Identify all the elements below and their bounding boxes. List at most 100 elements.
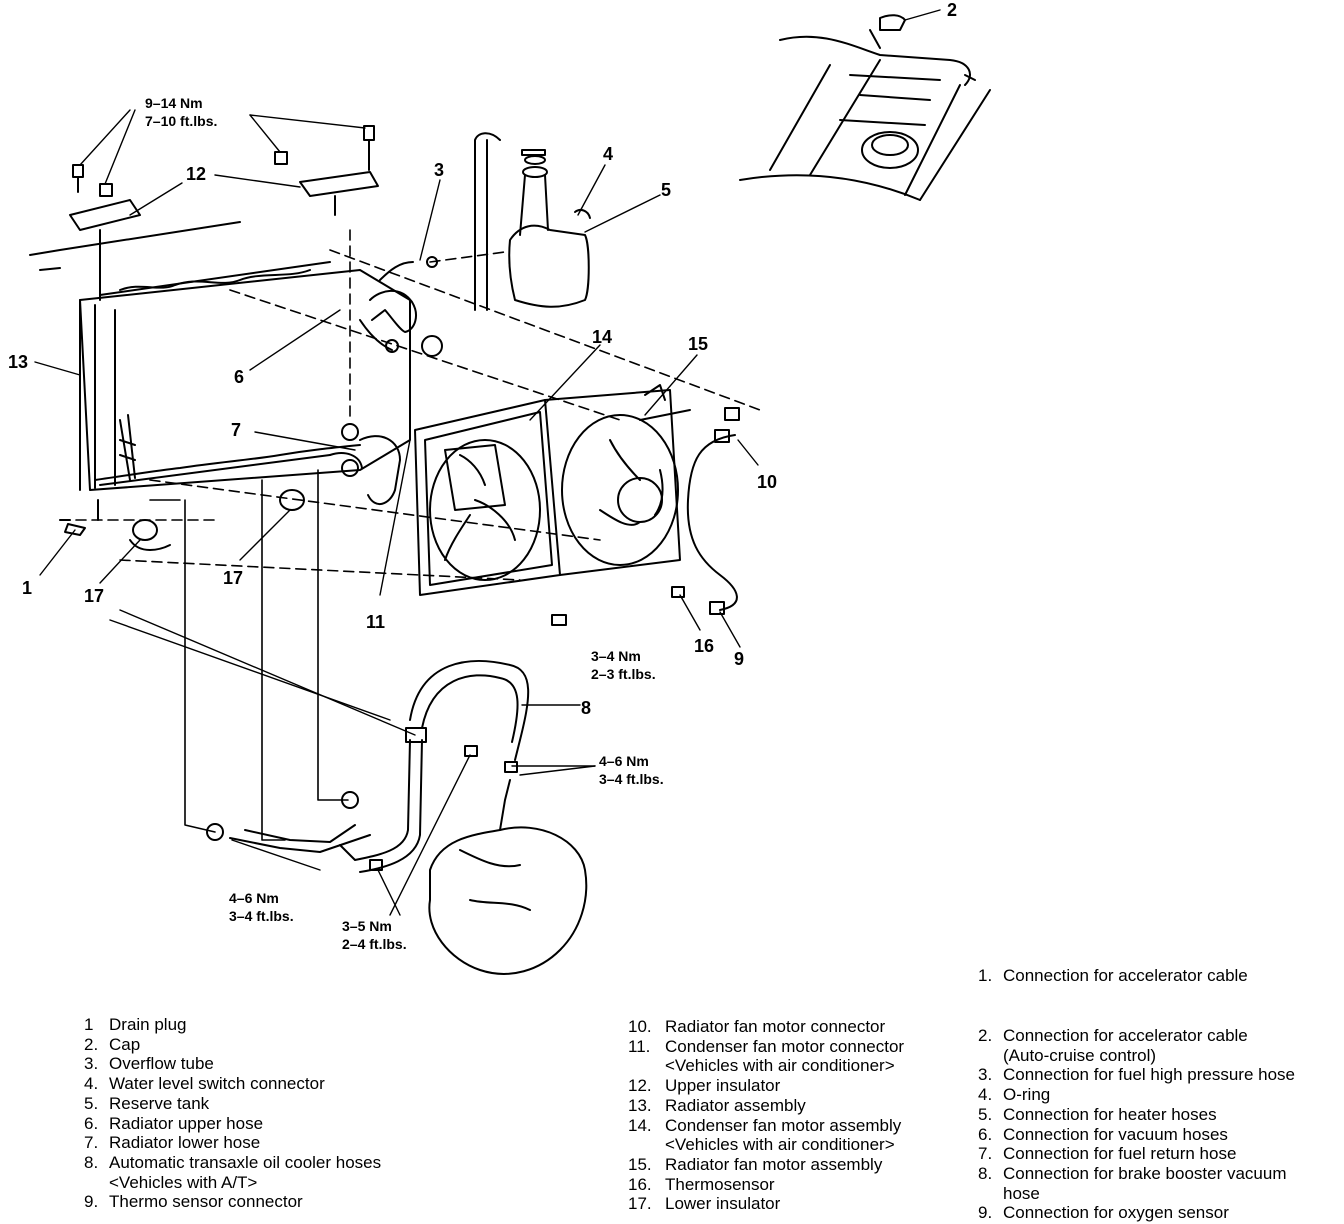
condenser-fan-motor-assembly (414, 399, 561, 596)
legend-text: Thermo sensor connector (109, 1192, 303, 1212)
legend-num: 4. (978, 1085, 993, 1105)
upper-insulator (69, 171, 379, 246)
legend-text: Condenser fan motor assembly (665, 1115, 902, 1135)
legend-item: 2. Cap (84, 1035, 381, 1055)
legend-item: 4. Water level switch connector (84, 1074, 381, 1094)
callout-7: 7 (231, 420, 241, 440)
callout-14: 14 (592, 327, 612, 347)
legend-num: 5. (978, 1104, 993, 1124)
legend-text: Connection for brake booster vacuum (1003, 1163, 1287, 1183)
legend-text: Connection for fuel high pressure hose (1003, 1065, 1296, 1085)
legend-right: 2. Connection for accelerator cable (Auto… (978, 1026, 1295, 1223)
legend-right-first: 1.Connection for accelerator cable (978, 966, 1248, 986)
legend-item: 6. Connection for vacuum hoses (978, 1125, 1295, 1145)
callout-4: 4 (603, 144, 613, 164)
legend-num: 9. (978, 1203, 993, 1223)
legend-num: 8. (978, 1163, 993, 1183)
legend-text: Connection for accelerator cable (1003, 1026, 1248, 1045)
callout-leaders (34, 9, 941, 916)
legend-num: 8. (84, 1152, 99, 1172)
legend-text: Cap (109, 1034, 141, 1054)
legend-text: Connection for vacuum hoses (1003, 1124, 1228, 1144)
legend-text: Lower insulator (665, 1194, 781, 1214)
callout-3: 3 (434, 160, 444, 180)
legend-text: Automatic transaxle oil cooler hoses (109, 1152, 382, 1172)
legend-text: Reserve tank (109, 1093, 210, 1113)
legend-text: Condenser fan motor connector (665, 1036, 905, 1056)
torque-labels: 9–14 Nm 7–10 ft.lbs. 3–4 Nm 2–3 ft.lbs. … (145, 95, 664, 952)
legend-num: 3. (978, 1065, 993, 1085)
legend-item: 8. Automatic transaxle oil cooler hoses (84, 1153, 381, 1173)
legend-middle: 10.Radiator fan motor connector 11.Conde… (628, 1017, 904, 1214)
legend-subtext: <Vehicles with air conditioner> (665, 1135, 895, 1155)
legend-item: 16. Thermosensor (628, 1175, 904, 1195)
callout-11: 11 (366, 612, 385, 632)
legend-num: 6. (978, 1124, 993, 1144)
legend-item: 3. Connection for fuel high pressure hose (978, 1065, 1295, 1085)
oil-cooler-hoses (206, 659, 530, 873)
legend-num: 12. (628, 1076, 652, 1096)
legend-num: 16. (628, 1174, 652, 1194)
torque-ftlbs-hose-clamp-upper: 3–4 ft.lbs. (599, 771, 664, 787)
legend-item: 12.Upper insulator (628, 1076, 904, 1096)
legend-num: 13. (628, 1095, 652, 1115)
legend-text: Radiator assembly (665, 1095, 806, 1115)
legend-text: Radiator fan motor connector (665, 1017, 886, 1036)
legend-text: Radiator lower hose (109, 1133, 261, 1153)
callout-13: 13 (8, 352, 28, 372)
callout-10: 10 (757, 472, 777, 492)
legend-num: 1 (84, 1015, 94, 1034)
upper-bolts (72, 125, 375, 197)
callout-labels: 2 3 4 5 6 7 8 9 10 11 12 13 14 15 16 1 1… (8, 0, 957, 718)
wiring-and-connectors (551, 407, 740, 626)
legend-text: Radiator fan motor assembly (665, 1154, 883, 1174)
upper-hose-and-overflow (359, 132, 501, 357)
legend-text: Overflow tube (109, 1054, 214, 1074)
legend-text: Water level switch connector (109, 1074, 325, 1094)
legend-num: 7. (84, 1133, 99, 1153)
legend-num: 7. (978, 1144, 993, 1164)
legend-num: 2. (978, 1026, 993, 1045)
legend-text: Connection for accelerator cable (1003, 966, 1248, 985)
legend-subtext: <Vehicles with A/T> (109, 1172, 258, 1192)
legend-item: 14. Condenser fan motor assembly (628, 1116, 904, 1136)
legend-num: 6. (84, 1113, 99, 1133)
legend-item: 17.Lower insulator (628, 1194, 904, 1214)
torque-ftlbs-hose-bolts: 2–4 ft.lbs. (342, 936, 407, 952)
legend-item: 2. Connection for accelerator cable (978, 1026, 1295, 1046)
callout-1: 1 (22, 578, 32, 598)
torque-nm-upper-bolts: 9–14 Nm (145, 95, 203, 111)
transaxle-housing (428, 779, 588, 975)
legend-item: 13. Radiator assembly (628, 1096, 904, 1116)
legend-num: 9. (84, 1192, 99, 1212)
legend-subtext: (Auto-cruise control) (1003, 1045, 1157, 1065)
legend-num: 14. (628, 1115, 652, 1135)
callout-15: 15 (688, 334, 708, 354)
torque-nm-hose-bolts: 3–5 Nm (342, 918, 392, 934)
legend-item: 5. Reserve tank (84, 1094, 381, 1114)
torque-nm-thermosensor: 3–4 Nm (591, 648, 641, 664)
callout-6: 6 (234, 367, 244, 387)
legend-num: 3. (84, 1054, 99, 1074)
callout-12: 12 (186, 164, 206, 184)
legend-text: Thermosensor (665, 1174, 775, 1194)
legend-item: 1.Connection for accelerator cable (978, 966, 1248, 986)
legend-subtext: hose (1003, 1183, 1040, 1203)
torque-ftlbs-thermosensor: 2–3 ft.lbs. (591, 666, 656, 682)
legend-num: 10. (628, 1017, 652, 1036)
legend-num: 5. (84, 1093, 99, 1113)
legend-text: Connection for oxygen sensor (1003, 1203, 1229, 1223)
legend-num: 2. (84, 1034, 99, 1054)
torque-ftlbs-hose-clamp-lower: 3–4 ft.lbs. (229, 908, 294, 924)
legend-item: 10. Radiator fan motor connector (628, 1017, 904, 1037)
legend-num: 4. (84, 1074, 99, 1094)
radiator-fan-motor-assembly (544, 384, 681, 576)
lower-hose (59, 423, 401, 551)
legend-text: Connection for fuel return hose (1003, 1144, 1237, 1164)
reserve-tank (508, 149, 591, 308)
legend-item: 9. Thermo sensor connector (84, 1192, 381, 1212)
legend-subtext: <Vehicles with air conditioner> (665, 1056, 895, 1076)
